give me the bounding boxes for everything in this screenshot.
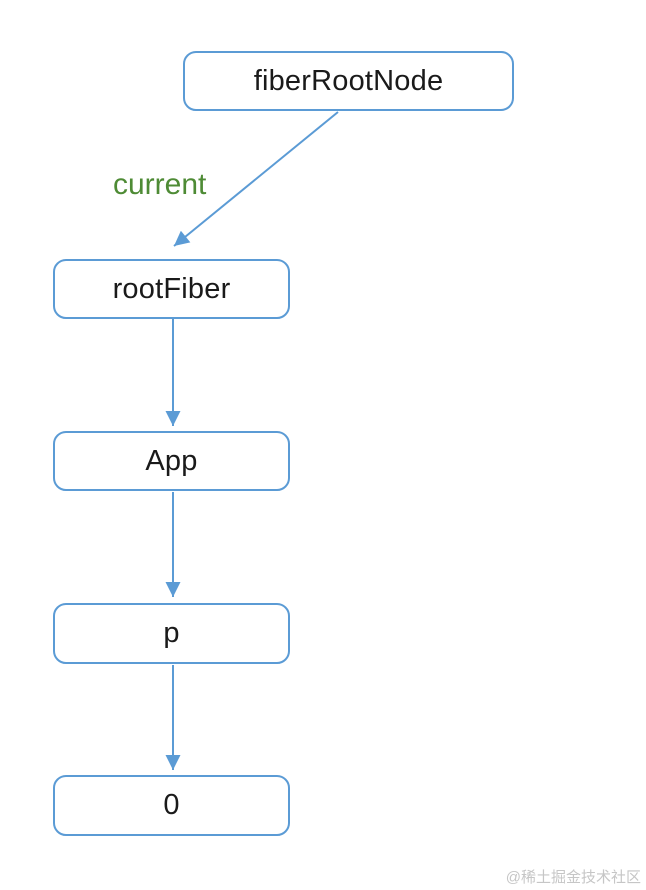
node-fiberRootNode: fiberRootNode [183,51,514,111]
node-App-label: App [145,444,198,477]
node-App: App [53,431,290,491]
node-0: 0 [53,775,290,836]
watermark: @稀土掘金技术社区 [505,869,641,886]
node-rootFiber-label: rootFiber [112,272,231,305]
node-0-label: 0 [163,789,180,821]
edge-label-current: current [113,168,207,201]
node-p: p [53,603,290,664]
node-rootFiber: rootFiber [53,259,290,319]
edge-fiberRootNode-to-rootFiber-arrow [173,111,339,247]
node-p-label: p [163,617,180,649]
node-fiberRootNode-label: fiberRootNode [253,64,444,97]
